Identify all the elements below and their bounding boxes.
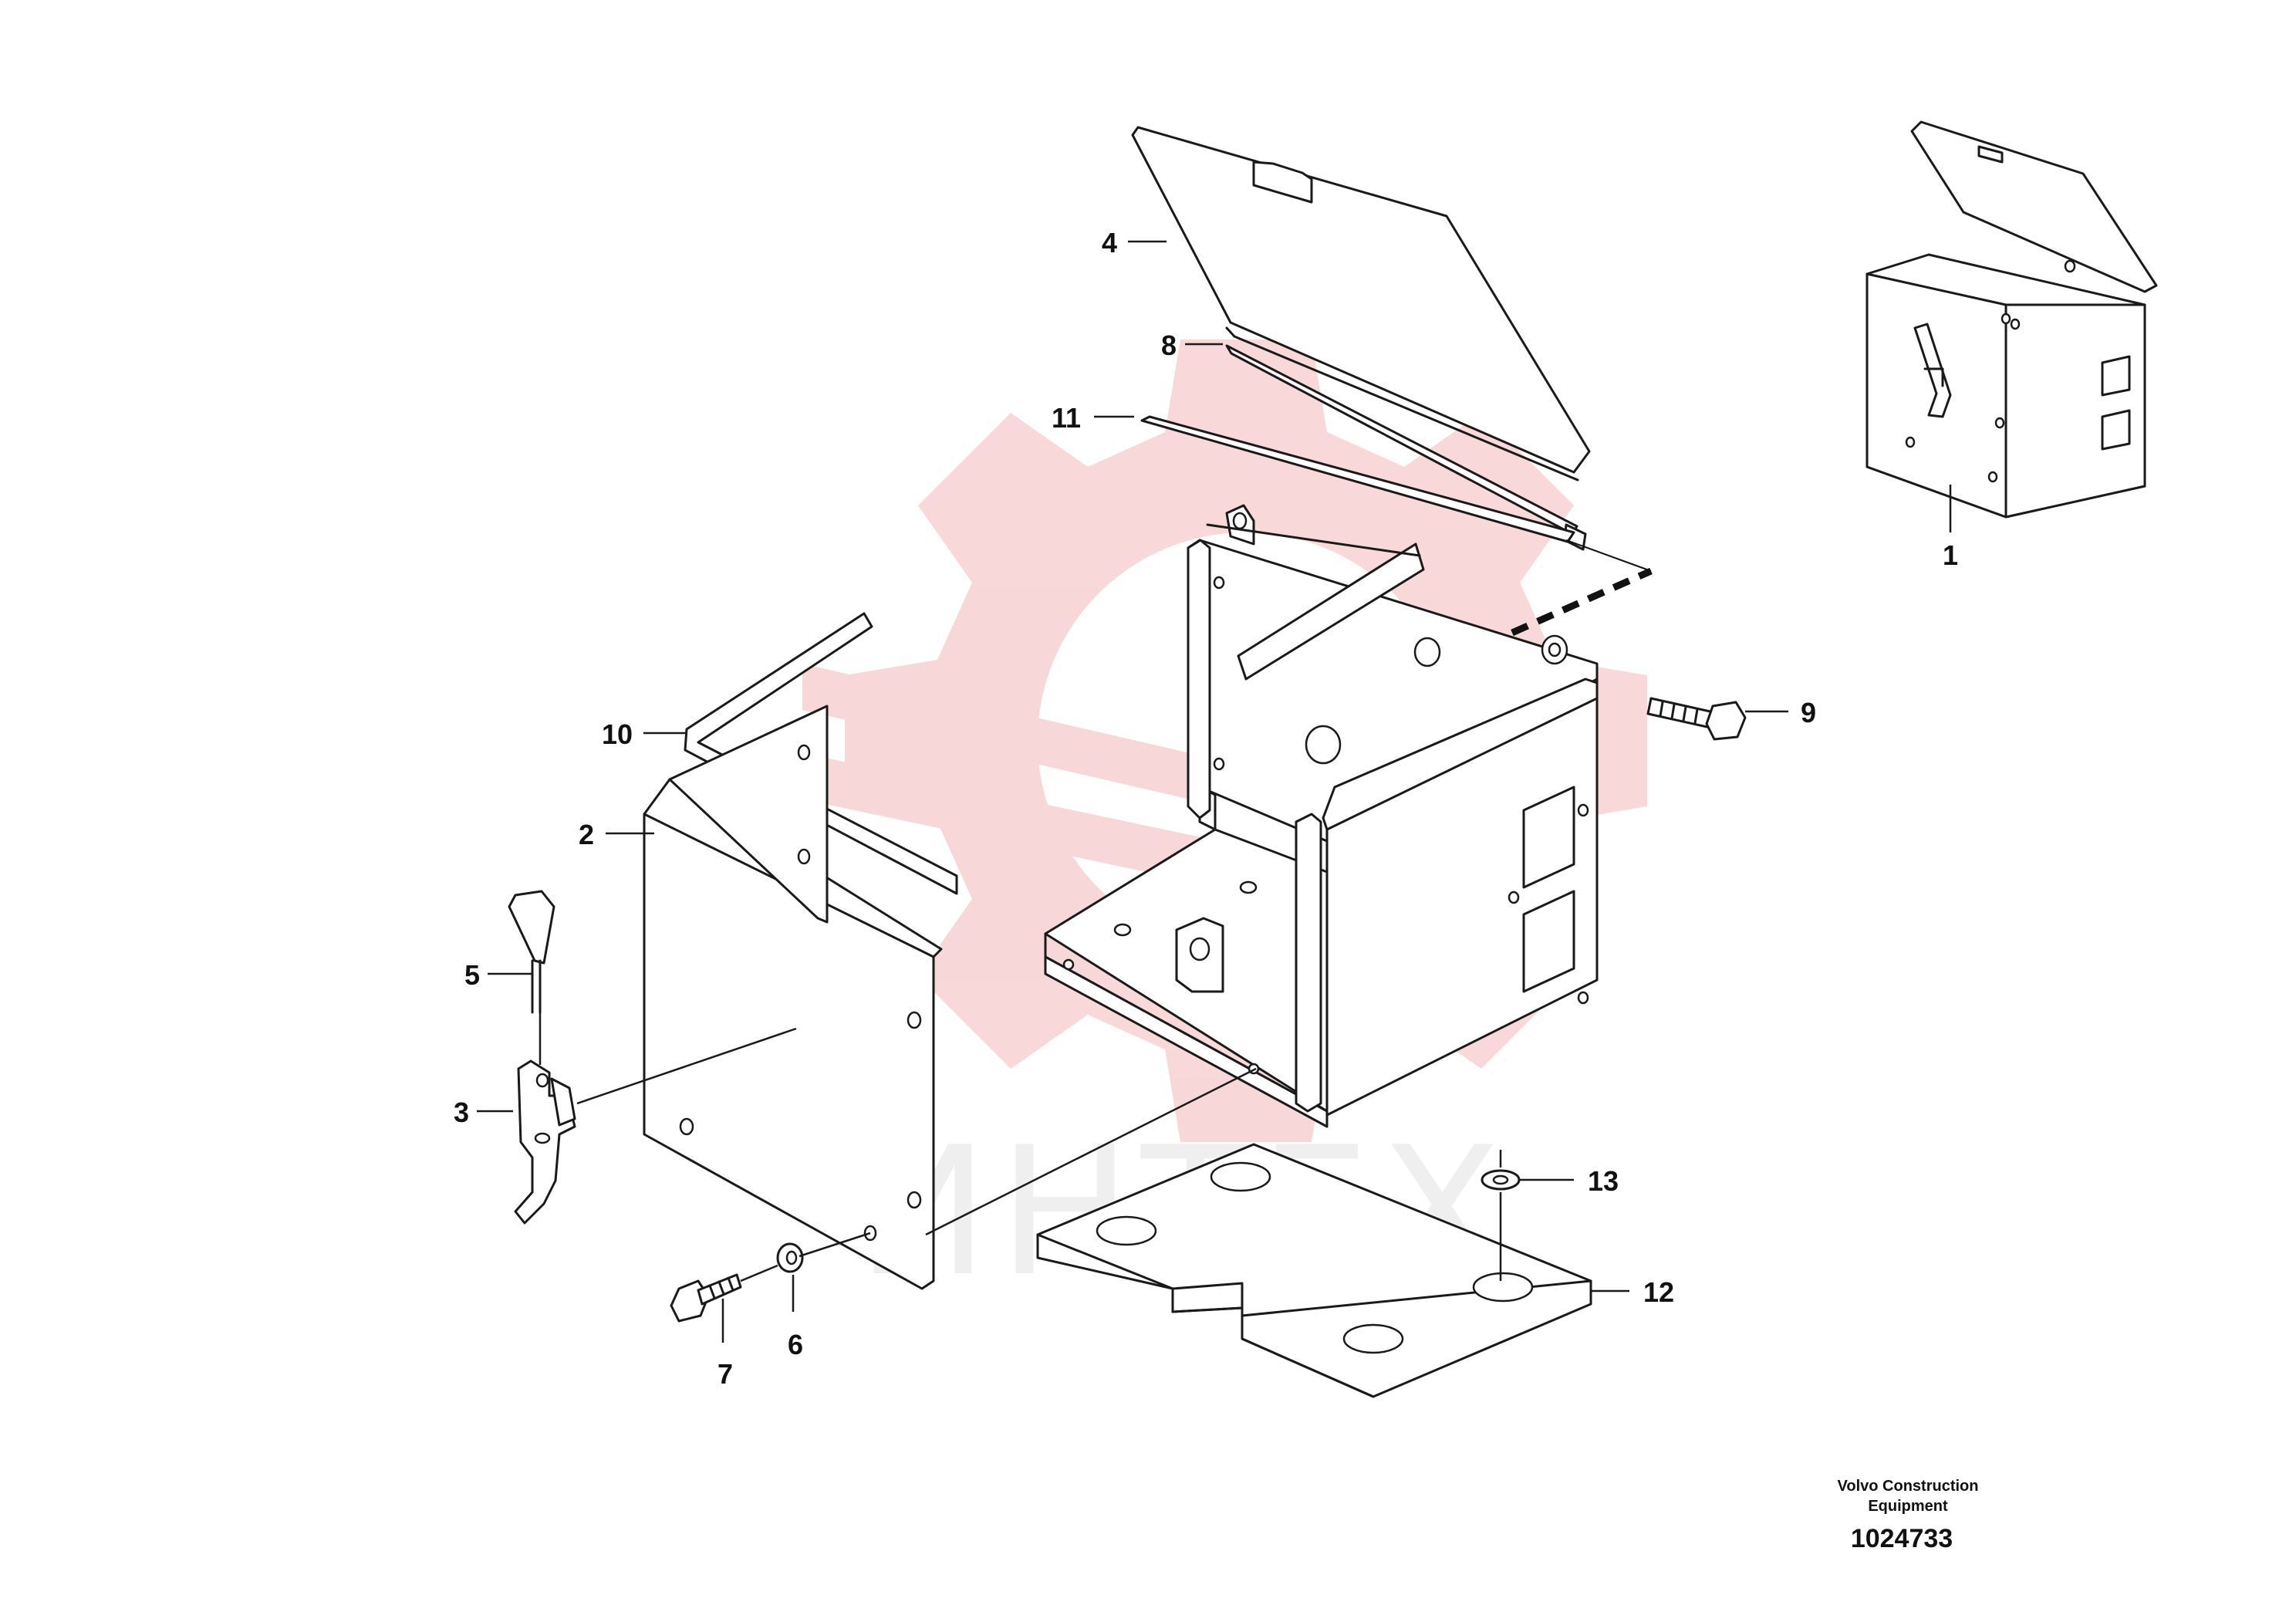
callout-7: 7 <box>718 1358 733 1390</box>
callout-9: 9 <box>1801 697 1816 728</box>
watermark-swoosh <box>802 664 1219 887</box>
part-12-base-mat <box>1036 1143 1592 1398</box>
part-4-lid <box>1131 126 1591 482</box>
part-1-assembly <box>1866 120 2158 519</box>
leader-lines <box>477 240 1952 1343</box>
callout-10: 10 <box>602 718 633 750</box>
callout-11: 11 <box>1052 402 1081 434</box>
callout-3: 3 <box>454 1097 469 1128</box>
caption-block: Volvo Construction Equipment 1024733 <box>1838 1478 1979 1553</box>
part-13-washer <box>1481 1169 1521 1191</box>
alignment-dashes <box>1511 567 1653 637</box>
callout-12: 12 <box>1643 1276 1674 1308</box>
part-7-bolt <box>670 1273 742 1323</box>
part-10-seal-left <box>668 612 958 924</box>
callout-2: 2 <box>579 819 594 850</box>
alignment-dashes-2 <box>1565 539 1652 572</box>
callout-5: 5 <box>464 959 480 991</box>
caption-brand-line-2: Equipment <box>1868 1498 1948 1515</box>
part-11-seal-strip <box>1140 415 1575 543</box>
part-3-latch <box>514 1059 576 1225</box>
part-5-handle <box>508 890 555 1014</box>
callout-labels: 1 2 3 4 5 6 7 8 9 10 11 12 13 <box>454 227 1958 1390</box>
caption-drawing-number: 1024733 <box>1851 1524 1953 1553</box>
part-6-washer <box>776 1242 804 1273</box>
part-10-seal-right <box>1206 523 1425 681</box>
callout-4: 4 <box>1102 227 1117 259</box>
main-box-housing <box>1044 504 1599 1128</box>
part-9-bolt <box>1541 634 1747 741</box>
callout-1: 1 <box>1943 539 1958 571</box>
callout-6: 6 <box>788 1329 803 1360</box>
callout-13: 13 <box>1588 1165 1619 1197</box>
callout-8: 8 <box>1161 329 1177 361</box>
caption-brand-line-1: Volvo Construction <box>1838 1478 1979 1495</box>
